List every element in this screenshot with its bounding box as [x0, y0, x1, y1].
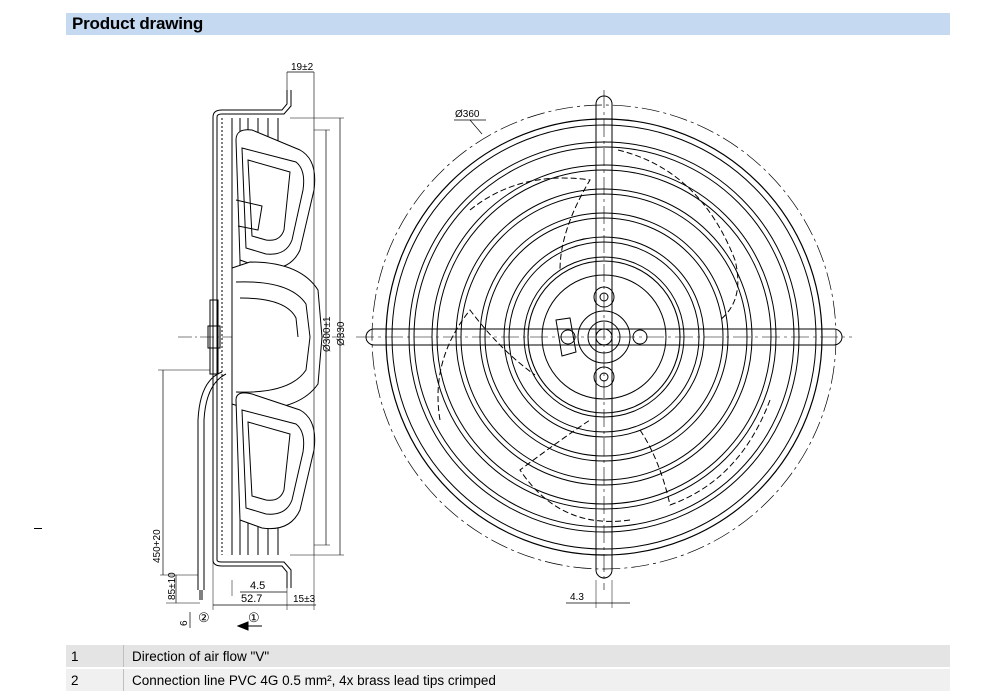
marker-1: ①: [248, 610, 260, 625]
dim-d360: Ø360: [455, 109, 480, 120]
legend-num: 2: [66, 669, 124, 691]
legend-row: 2 Connection line PVC 4G 0.5 mm², 4x bra…: [66, 669, 950, 691]
product-drawing: 19±2 Ø300±1 Ø330 450+20 85±10 6 4.5 52.7…: [152, 62, 852, 631]
legend-text: Direction of air flow "V": [132, 648, 270, 664]
legend-table: 1 Direction of air flow "V" 2 Connection…: [66, 645, 950, 691]
legend-text: Connection line PVC 4G 0.5 mm², 4x brass…: [132, 672, 496, 688]
dim-4-3: 4.3: [570, 592, 584, 603]
dim-52-7: 52.7: [241, 593, 262, 605]
dim-85: 85±10: [167, 572, 178, 600]
legend-row: 1 Direction of air flow "V": [66, 645, 950, 667]
marker-2: ②: [198, 610, 210, 625]
side-view: [158, 71, 345, 631]
dim-450: 450+20: [152, 529, 163, 563]
page-title: Product drawing: [72, 14, 204, 33]
dim-4-5: 4.5: [250, 580, 265, 592]
dim-19: 19±2: [291, 62, 314, 73]
legend-num: 1: [66, 645, 124, 667]
dim-d300: Ø300±1: [322, 316, 333, 352]
front-view: [356, 90, 852, 608]
dim-15: 15±3: [293, 594, 316, 605]
margin-tick: [34, 528, 42, 529]
header-bar: Product drawing: [66, 13, 950, 35]
dim-6: 6: [179, 620, 190, 626]
dim-d330: Ø330: [336, 321, 347, 346]
